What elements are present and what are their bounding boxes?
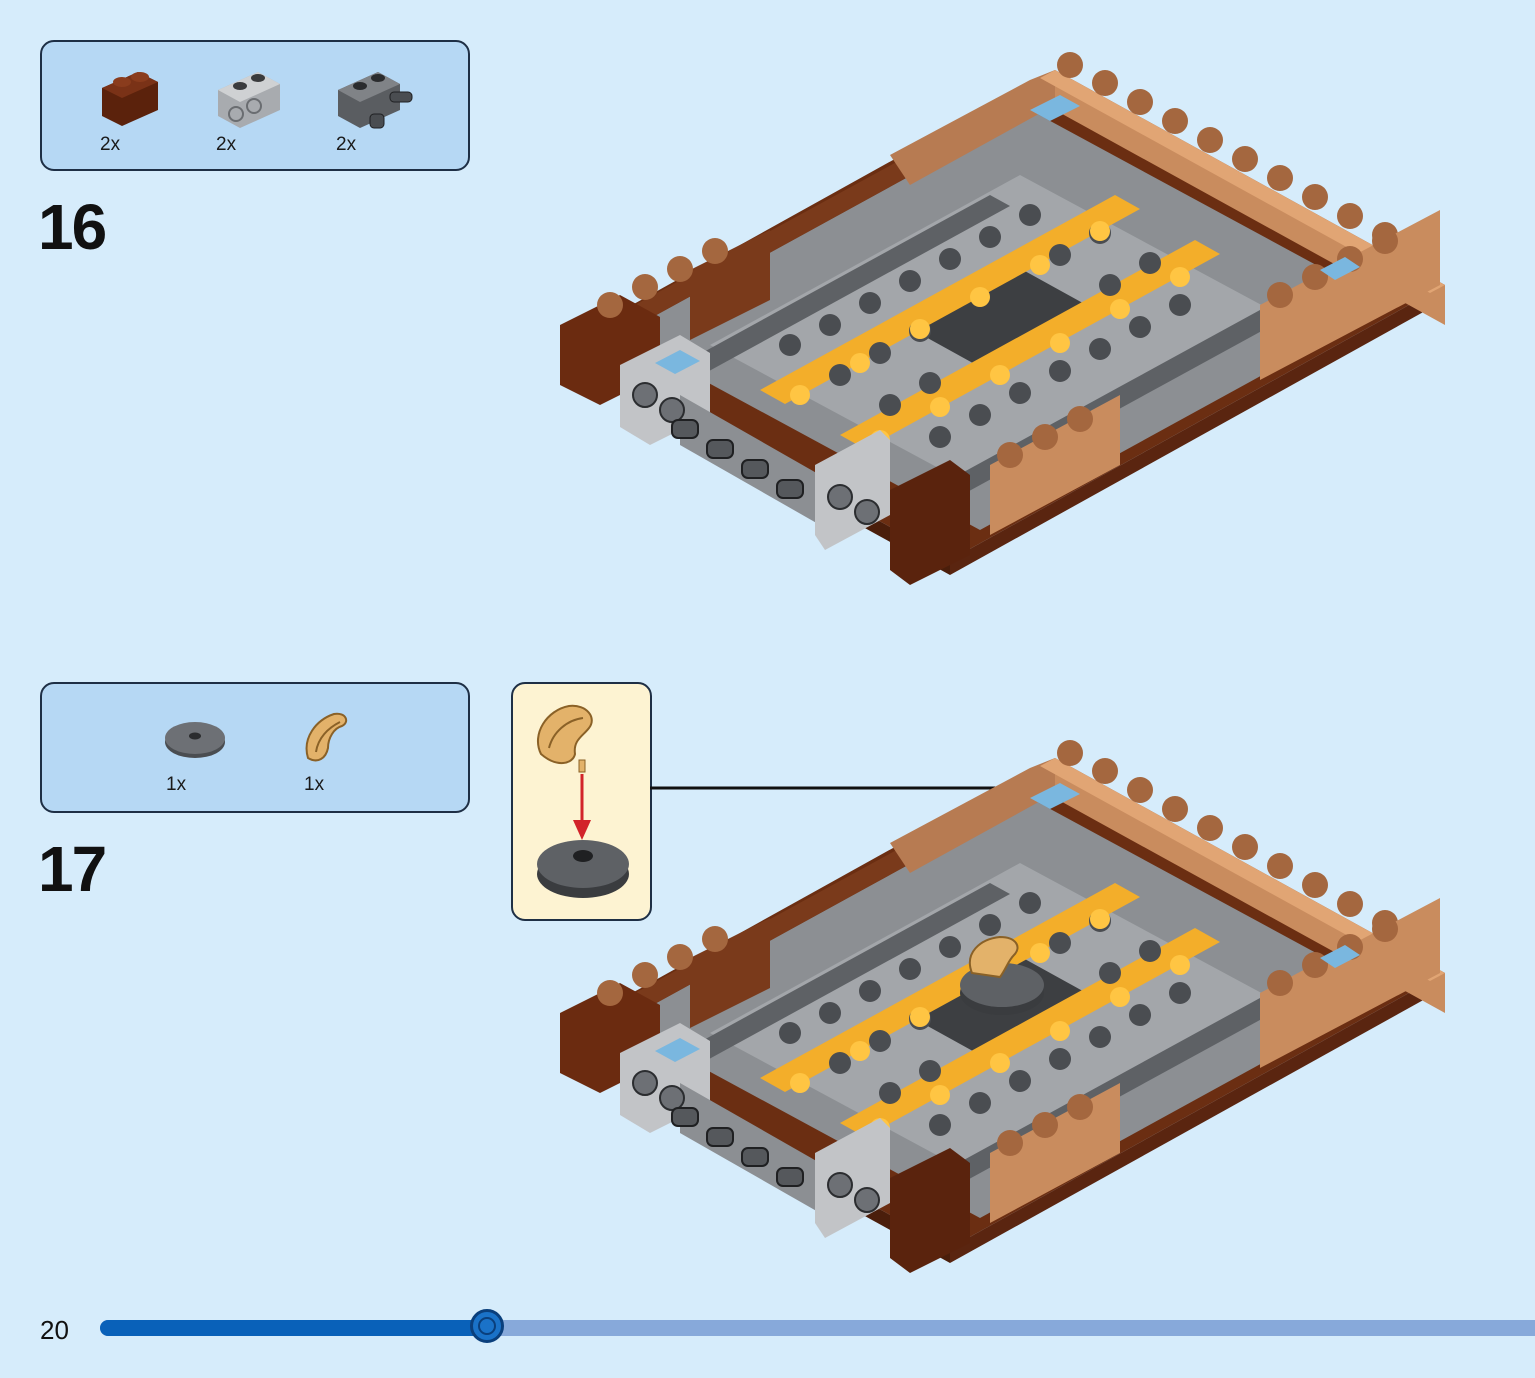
dark-gray-round-tile-icon [165, 722, 225, 758]
part-qty: 2x [216, 134, 237, 155]
brown-curved-brick-icon [102, 72, 158, 126]
part-qty: 2x [100, 134, 121, 155]
part-qty: 1x [166, 774, 187, 795]
sub-assembly-callout [511, 682, 652, 921]
page-number: 20 [40, 1315, 69, 1345]
part-qty: 2x [336, 134, 357, 155]
progress-fill [100, 1320, 488, 1336]
progress-knob-icon [470, 1309, 505, 1343]
dark-gray-pin-brick-icon [338, 72, 413, 129]
step-17-parts-list: 1x 1x [40, 682, 470, 813]
progress-bar [100, 1309, 1535, 1343]
step-16-model-illustration [560, 51, 1445, 586]
step-number: 16 [38, 191, 107, 263]
part-qty: 1x [304, 774, 325, 795]
sub-assembly-illustration [536, 704, 629, 898]
step-17-model-illustration [560, 739, 1445, 1274]
tan-hair-piece-icon [305, 712, 348, 762]
step-16-parts-list: 2x 2x 2x [40, 40, 470, 171]
step-number: 17 [38, 833, 107, 905]
light-gray-technic-brick-icon [218, 72, 280, 128]
arrow-head-icon [573, 820, 591, 840]
